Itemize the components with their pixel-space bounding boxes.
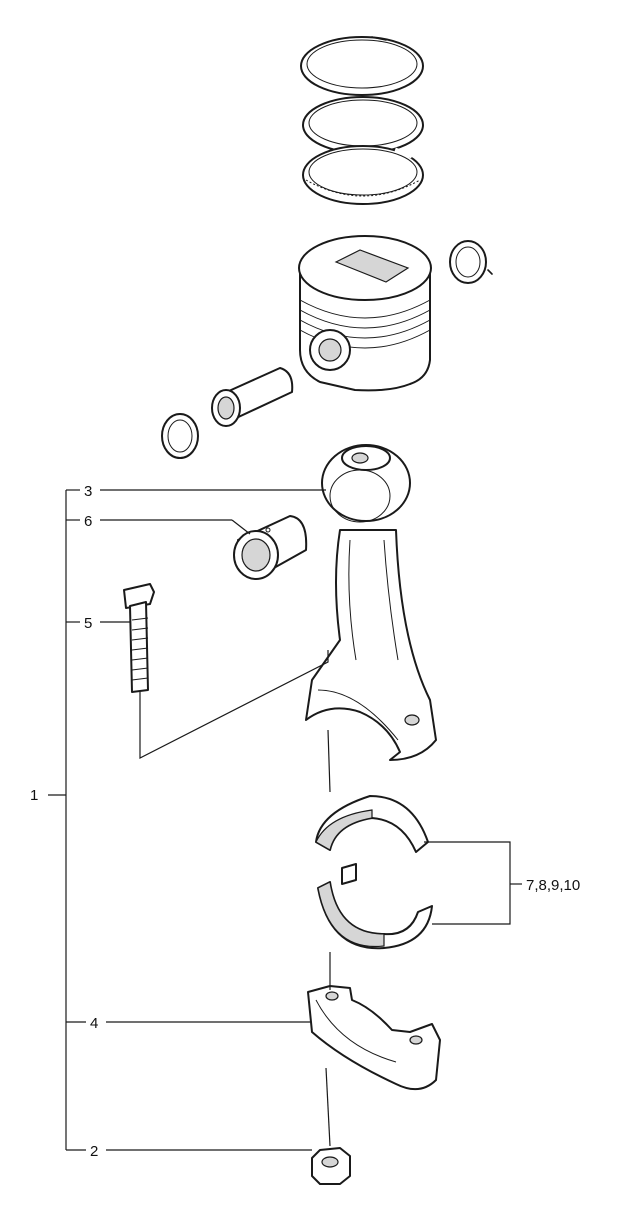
- snap-ring-right: [449, 240, 493, 284]
- piston-ring-top: [300, 36, 424, 96]
- callout-label-assembly: 1: [30, 787, 38, 804]
- piston-ring-set: [300, 36, 424, 205]
- callout-label-bushing: 6: [84, 513, 92, 530]
- piston-ring-middle: [302, 96, 424, 154]
- nut: [311, 1147, 351, 1185]
- callout-label-rod: 3: [84, 483, 92, 500]
- assembly-centerlines: [139, 650, 331, 1147]
- piston-ring-oil: [302, 145, 424, 205]
- connecting-rod-bolt: [123, 583, 155, 693]
- callout-label-cap: 4: [90, 1015, 98, 1032]
- piston: [298, 235, 432, 392]
- small-end-bushing: [233, 515, 308, 580]
- piston-pin: [211, 367, 294, 427]
- callout-leaders: [48, 489, 522, 1151]
- connecting-rod-cap: [307, 985, 441, 1091]
- bearing-shells: [315, 795, 433, 950]
- snap-ring-left: [161, 413, 199, 459]
- connecting-rod: [305, 444, 437, 761]
- callout-label-bearings: 7,8,9,10: [526, 877, 580, 894]
- callout-label-bolt: 5: [84, 615, 92, 632]
- callout-label-nut: 2: [90, 1143, 98, 1160]
